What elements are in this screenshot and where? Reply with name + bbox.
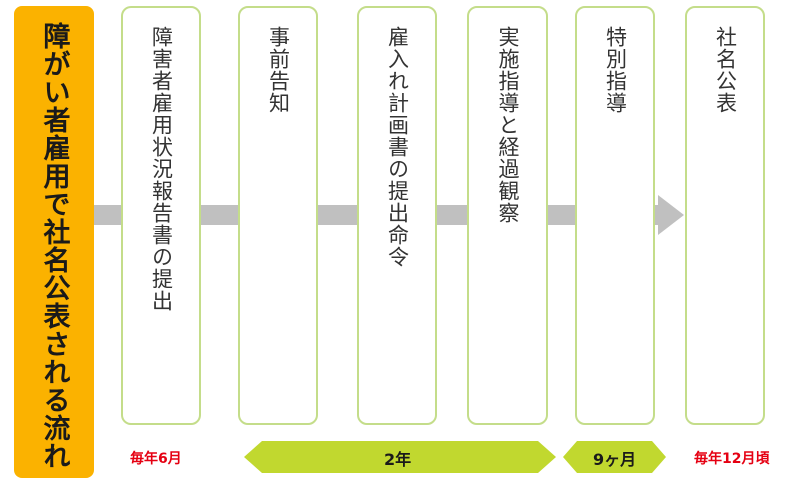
range-label-nine-months: 9ヶ月: [593, 450, 637, 469]
step-label: 特別指導: [603, 26, 628, 114]
title-box: 障がい者雇用で社名公表される流れ: [14, 6, 94, 478]
timing-label-start: 毎年6月: [130, 451, 182, 467]
step-advance-notice: 事前告知: [238, 6, 318, 425]
flow-arrow-head: [658, 195, 684, 235]
timing-label-end: 毎年12月頃: [694, 451, 770, 467]
step-special-guidance: 特別指導: [575, 6, 655, 425]
step-label: 雇入れ計画書の提出命令: [385, 26, 410, 268]
range-label-two-years: 2年: [384, 450, 412, 469]
diagram-title: 障がい者雇用で社名公表される流れ: [38, 22, 70, 470]
step-guidance-monitoring: 実施指導と経過観察: [467, 6, 548, 425]
step-report-submission: 障害者雇用状況報告書の提出: [121, 6, 201, 425]
step-label: 実施指導と経過観察: [496, 26, 520, 224]
step-label: 事前告知: [266, 26, 291, 114]
step-company-name-publication: 社名公表: [685, 6, 765, 425]
step-hiring-plan-order: 雇入れ計画書の提出命令: [357, 6, 437, 425]
step-label: 障害者雇用状況報告書の提出: [149, 26, 174, 312]
step-label: 社名公表: [713, 26, 738, 114]
